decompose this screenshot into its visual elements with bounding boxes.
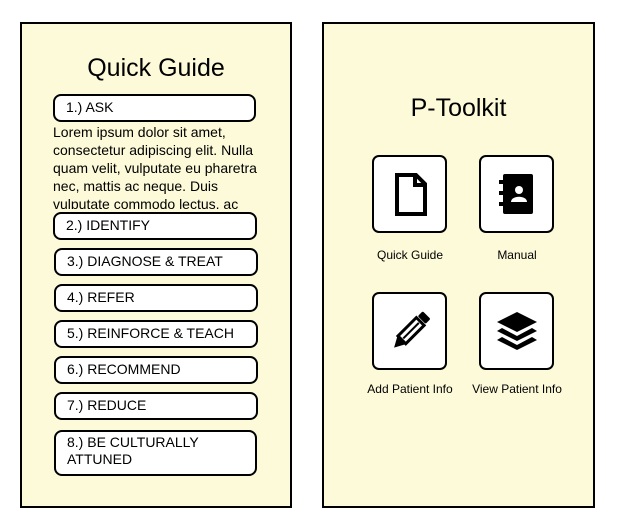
step-ask-description: Lorem ipsum dolor sit amet, consectetur … bbox=[53, 124, 257, 209]
toolkit-title: P-Toolkit bbox=[410, 94, 507, 122]
manual-tile-label: Manual bbox=[497, 248, 537, 262]
add-patient-info-tile-button[interactable] bbox=[372, 292, 447, 370]
step-diagnose-treat-button[interactable]: 3.) DIAGNOSE & TREAT bbox=[54, 248, 258, 276]
step-reinforce-teach-button[interactable]: 5.) REINFORCE & TEACH bbox=[54, 320, 258, 348]
toolkit-home-panel: P-Toolkit Quick Guide Manual Add Pati bbox=[322, 22, 595, 508]
pencil-icon bbox=[394, 311, 430, 348]
contact-book-icon bbox=[499, 174, 533, 214]
quick-guide-title: Quick Guide bbox=[87, 54, 225, 82]
quick-guide-panel: Quick Guide 1.) ASK Lorem ipsum dolor si… bbox=[20, 22, 292, 508]
quick-guide-tile-button[interactable] bbox=[372, 155, 447, 233]
step-culturally-attuned-button[interactable]: 8.) BE CULTURALLY ATTUNED bbox=[54, 430, 257, 476]
step-refer-button[interactable]: 4.) REFER bbox=[54, 284, 258, 312]
add-patient-info-tile-label: Add Patient Info bbox=[367, 382, 453, 396]
manual-tile-button[interactable] bbox=[479, 155, 554, 233]
step-recommend-button[interactable]: 6.) RECOMMEND bbox=[54, 356, 258, 384]
layers-icon bbox=[497, 312, 537, 350]
step-identify-button[interactable]: 2.) IDENTIFY bbox=[53, 212, 257, 240]
quick-guide-tile-label: Quick Guide bbox=[376, 248, 444, 262]
document-icon bbox=[395, 173, 427, 216]
view-patient-info-tile-label: View Patient Info bbox=[472, 382, 562, 396]
view-patient-info-tile-button[interactable] bbox=[479, 292, 554, 370]
step-reduce-button[interactable]: 7.) REDUCE bbox=[54, 392, 258, 420]
step-ask-button[interactable]: 1.) ASK bbox=[53, 94, 256, 122]
